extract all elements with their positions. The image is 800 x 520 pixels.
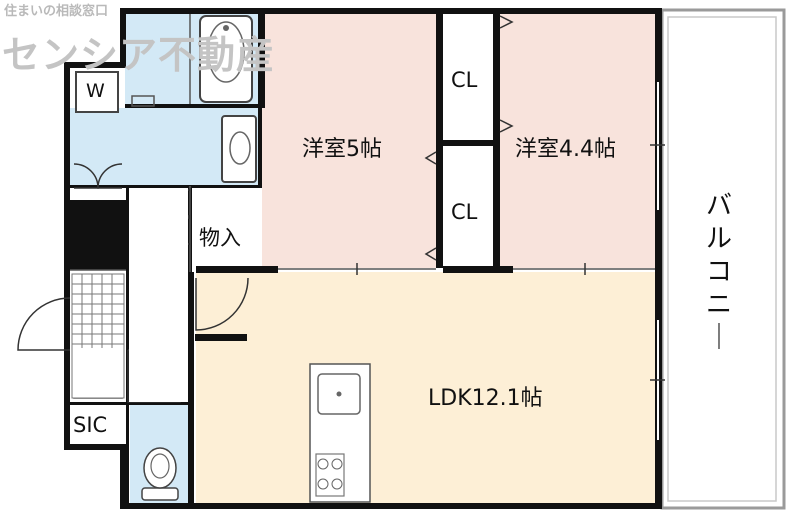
western-room-1-label: 洋室5帖 (302, 137, 382, 162)
hallway-area (129, 188, 188, 402)
western-room-2-label: 洋室4.4帖 (515, 137, 616, 162)
toilet-icon (141, 447, 179, 501)
walls (64, 8, 662, 509)
balcony-label-char: バ (705, 191, 732, 221)
balcony-label-char: コ (705, 257, 732, 287)
partitions (70, 14, 655, 272)
bathtub-icon (199, 15, 253, 103)
closet-lower-label: CL (451, 200, 478, 224)
balcony-label-char: ル (705, 224, 732, 254)
washer-label: W (86, 80, 105, 102)
western-room-2-area (498, 14, 655, 268)
kitchen-counter-icon (309, 363, 371, 503)
sic-label: SIC (73, 413, 108, 437)
fridge-icon (131, 95, 155, 107)
watermark-tagline: 住まいの相談窓口 (4, 4, 109, 19)
balcony-inner-outline (667, 16, 777, 502)
washbasin-icon (221, 115, 257, 183)
window-ticks (356, 144, 665, 381)
balcony-label: バルコニ｜ (704, 190, 734, 355)
ldk-label: LDK12.1帖 (428, 386, 543, 411)
ldk-area (196, 272, 655, 504)
shoe-storage-grid (71, 273, 125, 399)
western-room-1-area (262, 14, 440, 268)
storage-area (192, 188, 258, 266)
storage-label: 物入 (199, 226, 241, 250)
watermark-company: センシア不動産 (2, 33, 276, 77)
washer-icon (75, 71, 119, 113)
closet-doors (424, 15, 514, 261)
laundry-area (125, 14, 190, 108)
closet-upper-label: CL (451, 68, 478, 92)
balcony-label-char: ｜ (705, 323, 732, 353)
balcony-label-char: ニ (705, 290, 732, 320)
